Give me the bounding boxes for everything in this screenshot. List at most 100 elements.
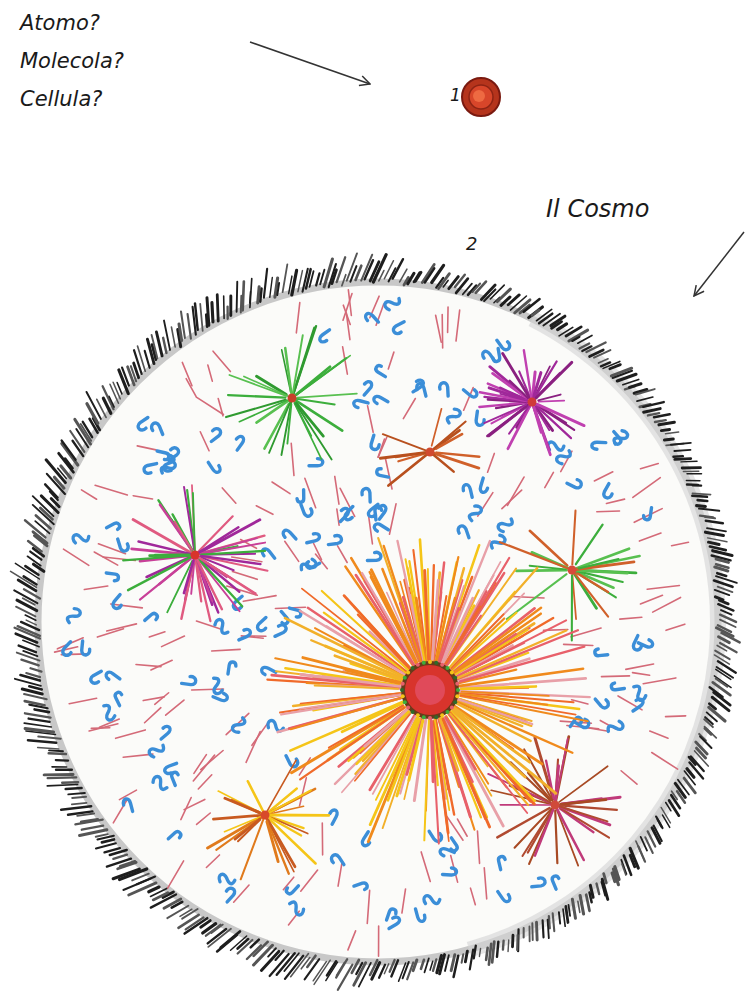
ray xyxy=(433,454,454,471)
pink-dash xyxy=(564,644,593,645)
hatch-stroke xyxy=(705,532,723,535)
blue-squiggle xyxy=(475,411,484,426)
hatch-stroke xyxy=(655,420,666,422)
hatch-stroke xyxy=(643,402,663,407)
hatch-stroke xyxy=(123,879,150,890)
hatch-stroke xyxy=(449,277,458,289)
ray xyxy=(535,810,553,856)
pink-dash xyxy=(594,472,612,481)
core-dot xyxy=(416,713,420,717)
hatch-stroke xyxy=(630,855,634,866)
ray xyxy=(216,817,262,850)
ray xyxy=(380,453,425,459)
ray xyxy=(500,804,552,806)
question-note: Cellula? xyxy=(20,88,102,111)
hatch-stroke xyxy=(102,839,114,842)
blue-squiggle xyxy=(456,524,470,540)
hatch-stroke xyxy=(709,707,725,721)
hatch-stroke xyxy=(25,701,45,705)
blue-squiggle xyxy=(266,718,284,736)
ray xyxy=(533,406,550,455)
blue-squiggle xyxy=(443,866,458,881)
hatch-stroke xyxy=(118,862,137,868)
ray xyxy=(295,403,322,459)
callout-number: 2 xyxy=(466,234,477,254)
small-particle xyxy=(462,78,500,116)
pink-dash xyxy=(456,310,460,341)
ray xyxy=(327,626,405,674)
blue-squiggle xyxy=(181,676,196,685)
blue-squiggle xyxy=(566,477,582,488)
hatch-stroke xyxy=(316,273,319,285)
ray xyxy=(579,559,619,568)
ray xyxy=(440,719,458,771)
ray xyxy=(534,408,541,433)
hatch-stroke xyxy=(451,955,455,971)
hatch-stroke xyxy=(24,723,51,727)
ray xyxy=(460,696,587,721)
pink-dash xyxy=(621,771,637,784)
blue-squiggle xyxy=(354,879,369,894)
callout-number: 1 xyxy=(450,86,461,105)
hatch-stroke xyxy=(648,413,659,415)
blue-squiggle xyxy=(476,478,489,493)
hatch-stroke xyxy=(687,473,701,475)
ray xyxy=(297,394,357,398)
hatch-stroke xyxy=(641,837,647,851)
hatch-stroke xyxy=(117,382,122,393)
hatch-stroke xyxy=(49,750,63,753)
ray xyxy=(248,781,263,811)
hatch-stroke xyxy=(264,269,267,298)
blue-squiggle xyxy=(290,899,306,917)
pink-dash xyxy=(346,313,350,340)
hatch-stroke xyxy=(665,432,678,434)
hatch-stroke xyxy=(523,928,525,937)
pink-dash xyxy=(666,624,685,630)
hatch-stroke xyxy=(558,324,567,330)
pink-dash xyxy=(143,697,164,701)
hatch-stroke xyxy=(492,942,494,963)
ray xyxy=(228,395,285,398)
ray xyxy=(193,493,195,552)
blue-squiggle xyxy=(212,678,224,694)
ray xyxy=(199,557,256,594)
blue-squiggle xyxy=(137,416,153,432)
core-dot xyxy=(453,676,457,680)
hatch-stroke xyxy=(610,365,621,369)
blue-squiggle xyxy=(594,694,610,709)
hatch-stroke xyxy=(465,951,467,962)
hatch-stroke xyxy=(207,298,209,326)
pink-dash xyxy=(338,863,342,887)
blue-squiggle xyxy=(112,594,126,610)
hatch-stroke xyxy=(699,509,719,511)
ray xyxy=(229,375,286,396)
hatch-stroke xyxy=(110,384,118,403)
blue-squiggle xyxy=(530,877,546,889)
hatch-stroke xyxy=(654,414,670,417)
hatch-stroke xyxy=(72,803,87,805)
pink-dash xyxy=(488,453,495,472)
hatch-stroke xyxy=(107,859,131,867)
hatch-stroke xyxy=(439,274,450,289)
pink-dash xyxy=(632,673,649,676)
hatch-stroke xyxy=(682,466,700,469)
pink-dash xyxy=(666,715,686,717)
hatch-stroke xyxy=(566,906,568,922)
starburst xyxy=(488,737,620,866)
hatch-stroke xyxy=(470,950,473,970)
hatch-stroke xyxy=(195,303,198,329)
hatch-stroke xyxy=(594,350,610,358)
blue-squiggle xyxy=(375,365,386,376)
hatch-stroke xyxy=(658,820,662,827)
ray xyxy=(387,592,417,661)
pink-dash xyxy=(367,890,369,923)
hatch-stroke xyxy=(479,948,480,956)
blue-squiggle xyxy=(207,427,222,443)
hatch-stroke xyxy=(716,559,728,562)
ray xyxy=(287,404,291,444)
ray xyxy=(536,362,572,397)
hatch-stroke xyxy=(379,271,384,281)
hatch-stroke xyxy=(661,429,669,430)
hatch-stroke xyxy=(291,954,309,977)
blue-squiggle xyxy=(157,449,169,462)
